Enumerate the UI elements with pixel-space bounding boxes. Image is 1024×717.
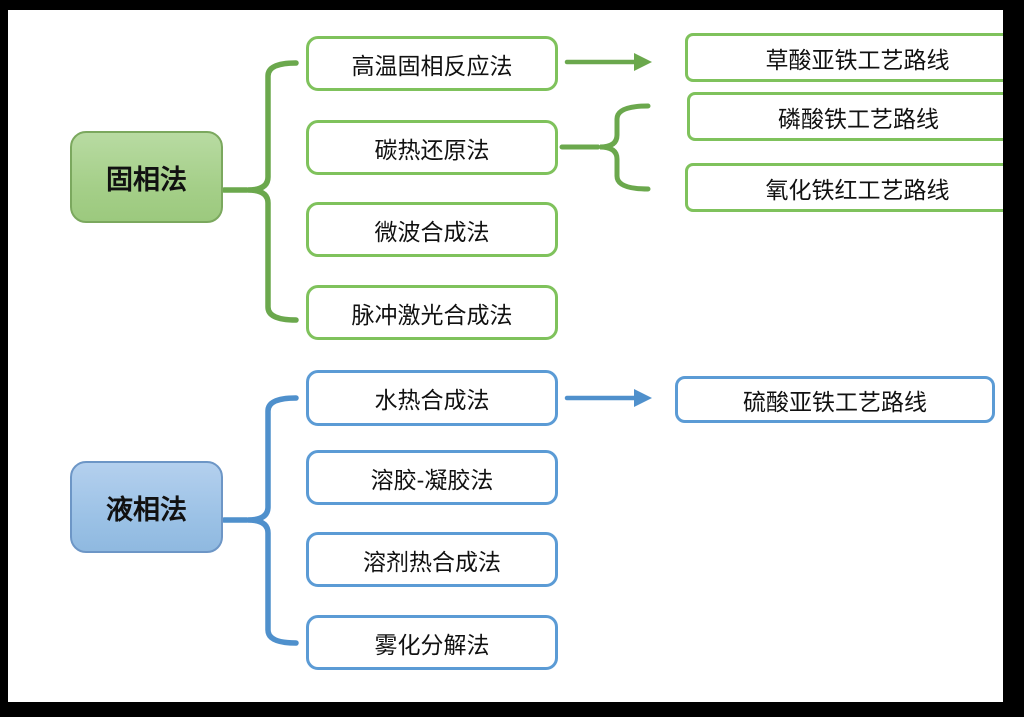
node-method-label: 微波合成法 bbox=[374, 218, 490, 245]
node-method-hydrothermal-synthesis: 水热合成法 bbox=[306, 370, 558, 426]
node-route-ferrous-sulfate: 硫酸亚铁工艺路线 bbox=[675, 376, 995, 423]
node-liquid-phase-label: 液相法 bbox=[106, 494, 187, 525]
node-route-ferrous-oxalate: 草酸亚铁工艺路线 bbox=[685, 33, 1003, 82]
node-method-solvothermal-synthesis: 溶剂热合成法 bbox=[306, 532, 558, 587]
node-solid-phase: 固相法 bbox=[70, 131, 223, 223]
node-method-carbothermal-reduction: 碳热还原法 bbox=[306, 120, 558, 175]
node-route-label: 磷酸铁工艺路线 bbox=[778, 105, 939, 132]
node-method-label: 溶剂热合成法 bbox=[363, 548, 501, 575]
node-method-label: 溶胶-凝胶法 bbox=[370, 466, 494, 493]
node-method-label: 雾化分解法 bbox=[374, 631, 490, 658]
node-solid-phase-label: 固相法 bbox=[106, 164, 187, 195]
node-method-label: 碳热还原法 bbox=[374, 136, 490, 163]
solid-phase-brace bbox=[247, 60, 299, 323]
node-method-high-temp-solid-state: 高温固相反应法 bbox=[306, 36, 558, 91]
node-method-atomization-decomposition: 雾化分解法 bbox=[306, 615, 558, 670]
node-method-label: 水热合成法 bbox=[374, 387, 490, 413]
node-route-iron-oxide-red: 氧化铁红工艺路线 bbox=[685, 163, 1003, 212]
carbothermal-brace bbox=[599, 103, 651, 192]
sulfate-arrow-head bbox=[634, 389, 652, 407]
node-liquid-phase: 液相法 bbox=[70, 461, 223, 553]
liquid-phase-brace bbox=[247, 395, 299, 646]
node-method-label: 脉冲激光合成法 bbox=[351, 301, 513, 328]
node-method-sol-gel: 溶胶-凝胶法 bbox=[306, 450, 558, 505]
node-route-label: 氧化铁红工艺路线 bbox=[765, 176, 950, 203]
node-method-microwave-synthesis: 微波合成法 bbox=[306, 202, 558, 257]
node-route-label: 草酸亚铁工艺路线 bbox=[765, 46, 950, 73]
node-route-iron-phosphate: 磷酸铁工艺路线 bbox=[687, 92, 1003, 141]
node-method-label: 高温固相反应法 bbox=[351, 52, 513, 79]
diagram-canvas: 固相法 高温固相反应法 碳热还原法 微波合成法 脉冲激光合成法 草酸亚铁工艺路线… bbox=[8, 10, 1003, 702]
node-method-pulsed-laser-synthesis: 脉冲激光合成法 bbox=[306, 285, 558, 340]
node-route-label: 硫酸亚铁工艺路线 bbox=[743, 388, 927, 415]
oxalate-arrow-head bbox=[634, 53, 652, 71]
